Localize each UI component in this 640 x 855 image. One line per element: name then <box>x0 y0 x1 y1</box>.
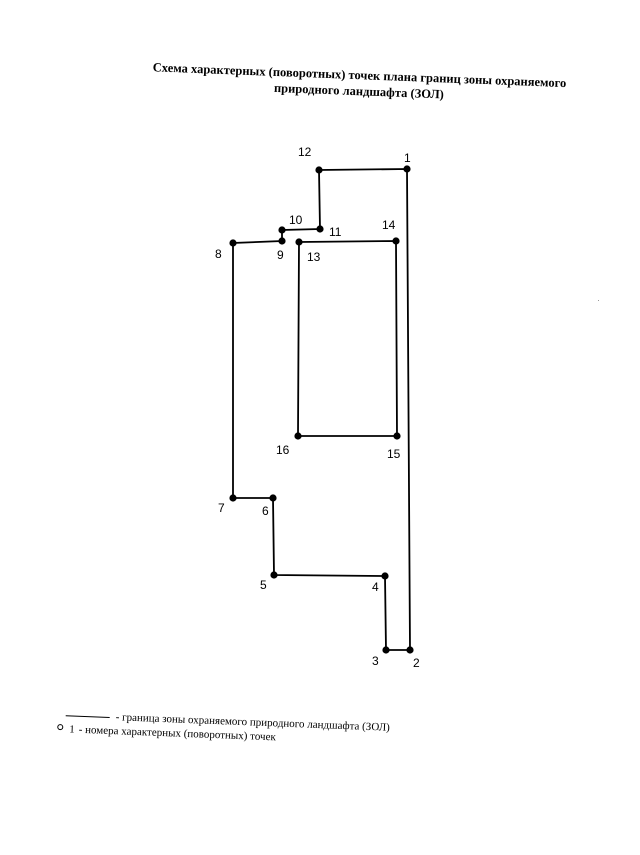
point-8-label: 8 <box>215 247 222 261</box>
point-16-marker <box>294 432 302 440</box>
point-11-label: 11 <box>329 225 342 239</box>
point-2-marker <box>406 646 414 654</box>
point-5-marker <box>270 571 278 579</box>
point-7-marker <box>229 494 237 502</box>
point-8-marker <box>229 239 237 247</box>
point-6-marker <box>269 494 277 502</box>
point-11-marker <box>316 225 324 233</box>
point-6-label: 6 <box>262 504 269 518</box>
point-13-marker <box>295 238 303 246</box>
point-10-label: 10 <box>289 213 303 227</box>
boundary-points <box>229 165 414 654</box>
inner-boundary-line <box>297 240 398 437</box>
point-3-marker <box>382 646 390 654</box>
point-5-label: 5 <box>260 578 267 592</box>
point-2-label: 2 <box>413 656 420 670</box>
point-9-label: 9 <box>277 248 284 262</box>
point-14-label: 14 <box>382 218 396 232</box>
point-4-marker <box>381 572 389 580</box>
point-15-marker <box>393 432 401 440</box>
legend-point-icon <box>57 723 64 731</box>
point-14-marker <box>392 237 400 245</box>
point-15-label: 15 <box>387 447 401 461</box>
scan-speck <box>598 300 599 301</box>
point-1-marker <box>403 165 411 173</box>
point-13-label: 13 <box>307 250 321 264</box>
legend-line-sample <box>65 715 110 718</box>
point-7-label: 7 <box>218 501 225 515</box>
point-1-label: 1 <box>404 151 411 165</box>
point-10-marker <box>278 226 286 234</box>
point-4-label: 4 <box>372 580 379 594</box>
point-3-label: 3 <box>372 654 379 668</box>
point-9-marker <box>278 237 286 245</box>
point-12-marker <box>315 166 323 174</box>
legend-point-number: 1 <box>68 723 75 736</box>
point-16-label: 16 <box>276 443 290 457</box>
point-12-label: 12 <box>298 145 312 159</box>
